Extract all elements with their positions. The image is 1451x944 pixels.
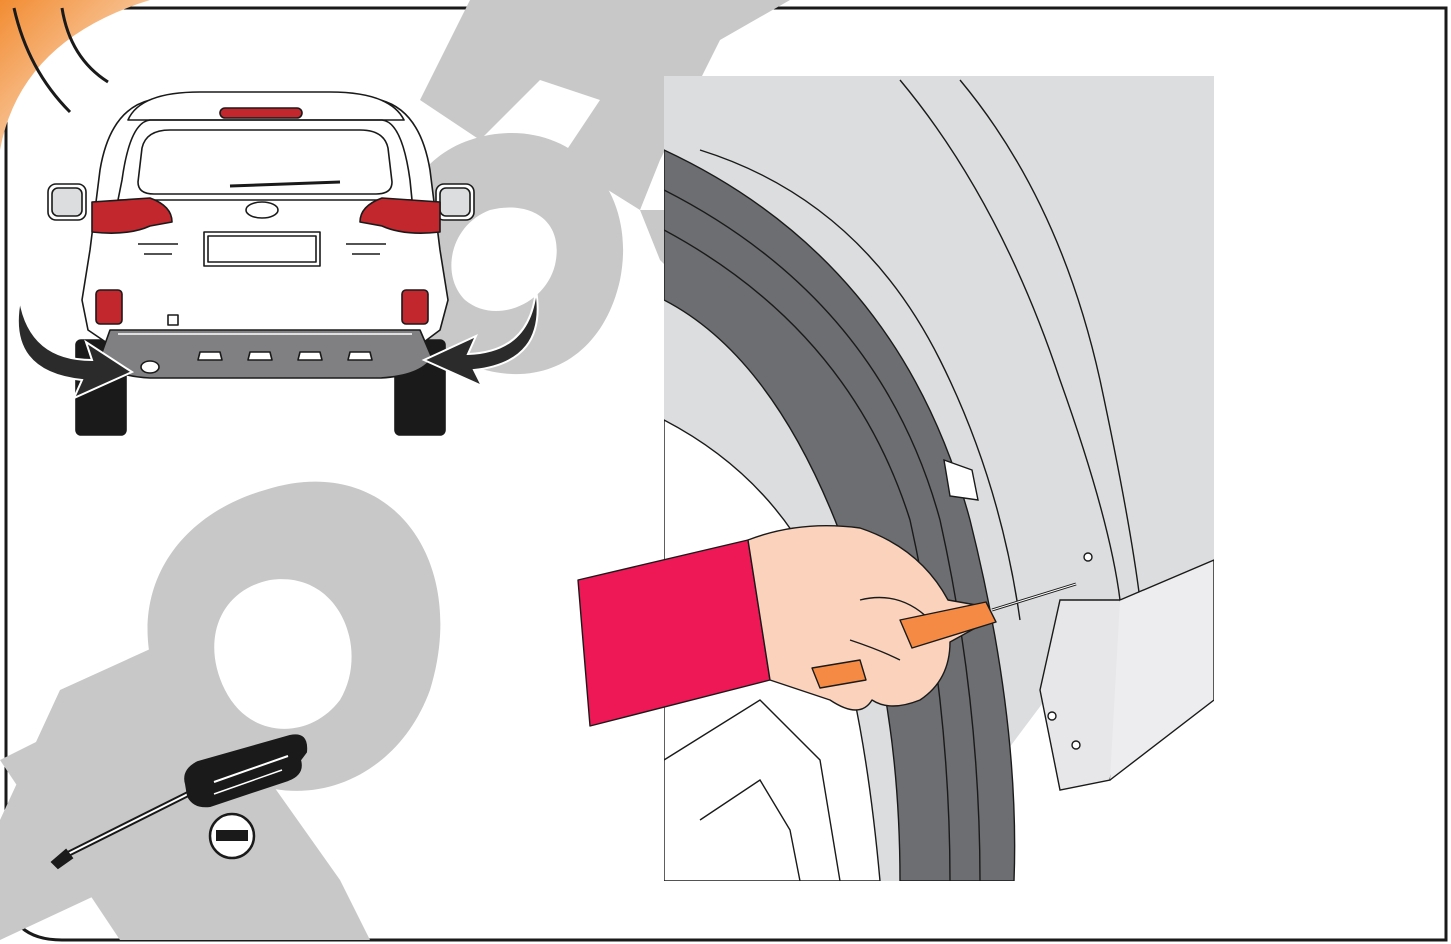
minus-sign-icon xyxy=(210,814,254,858)
car-rear-view xyxy=(48,92,474,435)
license-plate xyxy=(204,232,320,266)
wheel-arch-detail xyxy=(664,76,1214,881)
brake-light xyxy=(220,108,302,118)
badge xyxy=(246,202,278,218)
